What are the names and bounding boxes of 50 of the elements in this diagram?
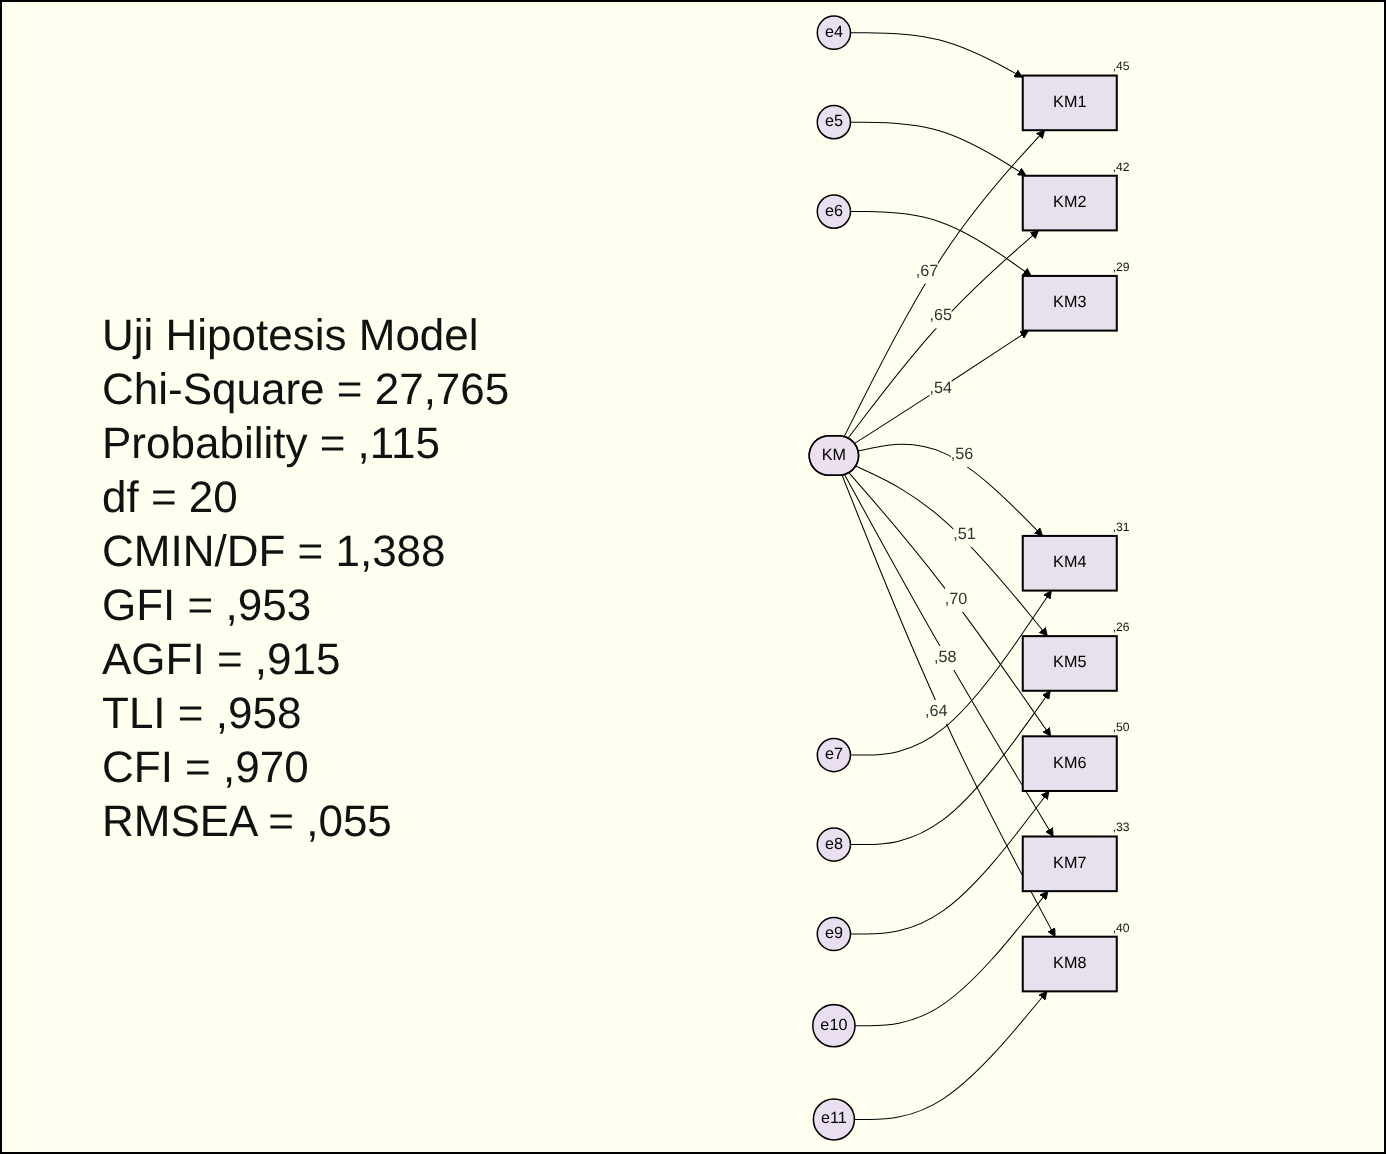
- arrow: [854, 329, 1029, 443]
- arrow: [844, 473, 1054, 836]
- fit-statistic-text: Chi-Square = 27,765: [102, 361, 512, 415]
- node-box: KM3: [1021, 273, 1118, 331]
- fit-statistic-text: TLI = ,958: [102, 685, 304, 739]
- fit-statistic-text: df = 20: [102, 469, 240, 523]
- node-box: KM5: [1021, 634, 1118, 691]
- edge-label: ,64: [925, 701, 948, 719]
- node-box: KM8: [1021, 934, 1118, 992]
- fit-statistic-text: GFI = ,953: [102, 577, 314, 631]
- arrow: [849, 120, 1027, 176]
- edge-label: ,67: [915, 261, 939, 279]
- edge-label: ,65: [929, 306, 952, 324]
- node-box: KM7: [1021, 834, 1118, 892]
- fit-statistic-text: RMSEA = ,055: [102, 793, 394, 847]
- node-circle: e9: [816, 915, 852, 951]
- node-circle: e5: [816, 103, 852, 139]
- fit-statistic-text: CMIN/DF = 1,388: [102, 523, 448, 577]
- node-circle: e4: [816, 14, 852, 50]
- node-box: KM4: [1021, 533, 1118, 591]
- arrow: [849, 589, 1052, 755]
- edge-label: ,70: [944, 589, 968, 608]
- arrow: [857, 442, 1044, 536]
- edge-label: ,56: [950, 444, 974, 462]
- arrow: [849, 689, 1051, 845]
- arrow: [841, 474, 1056, 937]
- fit-statistic-text: AGFI = ,915: [102, 631, 343, 685]
- arrow: [849, 789, 1050, 934]
- arrow: [853, 989, 1048, 1119]
- arrow: [849, 210, 1032, 276]
- fit-statistic-text: Probability = ,115: [102, 415, 442, 469]
- node-box: KM2: [1021, 173, 1118, 231]
- arrow: [855, 464, 1048, 636]
- arrow: [849, 31, 1024, 77]
- node-circle: e8: [816, 826, 852, 861]
- node-box: KM1: [1021, 73, 1118, 131]
- node-box: KM6: [1021, 734, 1118, 791]
- arrow: [847, 229, 1040, 438]
- arrow: [848, 471, 1052, 736]
- node-circle: e7: [816, 736, 852, 772]
- node-circle: e6: [816, 193, 852, 228]
- node-circle: e10: [812, 1002, 856, 1047]
- edge-label: ,54: [929, 378, 952, 396]
- arrow: [854, 889, 1049, 1026]
- node-circle: e11: [812, 1097, 856, 1140]
- edge-label: ,51: [953, 524, 976, 542]
- arrow: [843, 128, 1046, 437]
- fit-statistic-text: Uji Hipotesis Model: [102, 307, 481, 361]
- fit-statistic-text: CFI = ,970: [102, 739, 311, 793]
- edge-label: ,58: [933, 647, 957, 666]
